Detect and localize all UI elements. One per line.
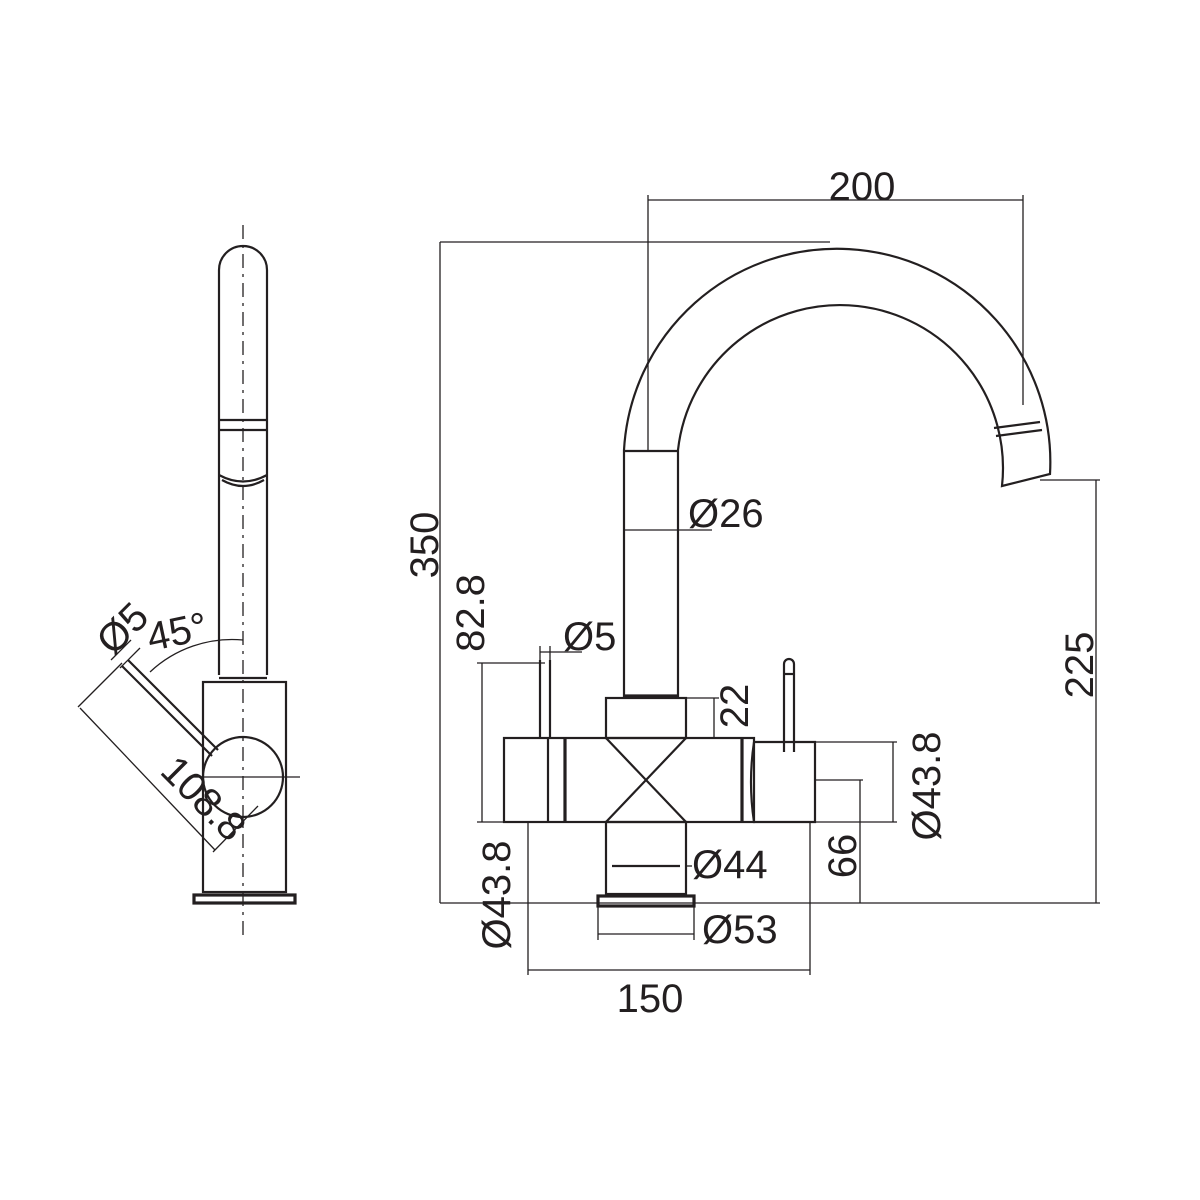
pin-diameter-label: Ø5 [563,615,616,659]
base-diameter-label: Ø53 [702,908,778,952]
body-diameter-label: Ø44 [692,843,768,887]
body-width-label: 150 [617,977,684,1021]
side-lever-angle-label: 45° [143,604,211,660]
spout-diameter-label: Ø26 [688,492,764,536]
spout-reach-label: 200 [829,165,896,209]
left-body-diameter-label: Ø43.8 [475,841,519,950]
right-body-height-label: 66 [821,834,865,879]
front-view [502,247,1052,908]
right-body-diameter-label: Ø43.8 [905,732,949,841]
top-collar-height-label: 22 [713,684,757,729]
lever-height-label: 82.8 [449,574,493,652]
dimension-lines [439,195,1100,975]
spout-outlet-height-label: 225 [1058,632,1102,699]
side-view [77,225,300,935]
overall-height-label: 350 [403,512,447,579]
